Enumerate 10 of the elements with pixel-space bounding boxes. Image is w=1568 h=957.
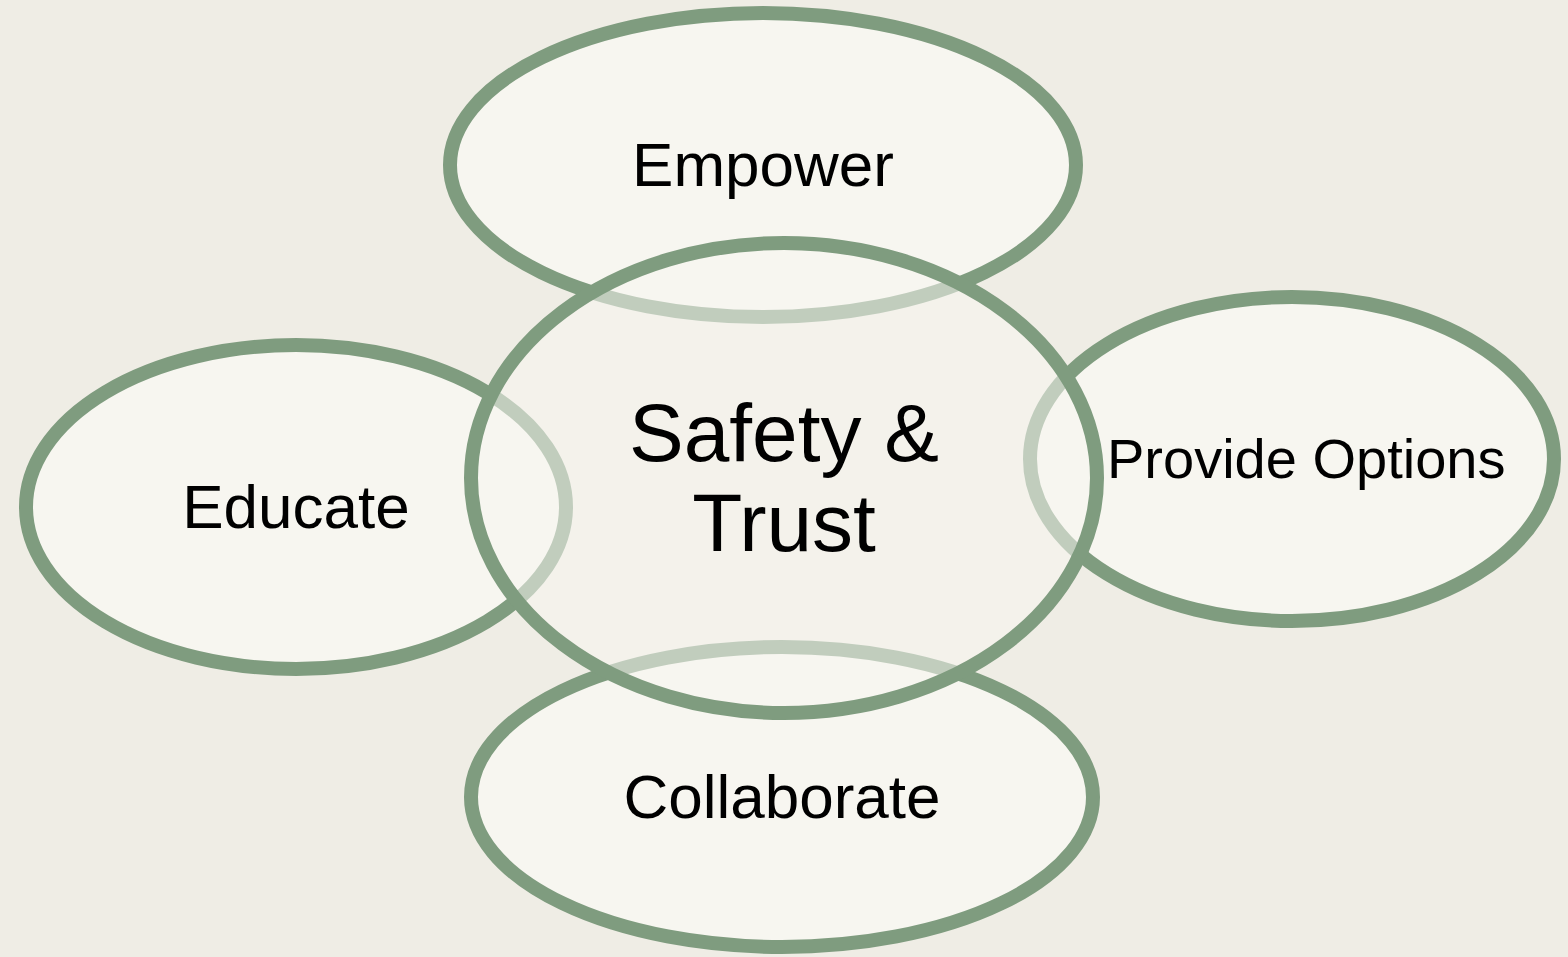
node-label: Empower [632, 130, 894, 200]
node-label: Educate [182, 472, 410, 542]
node-label: Provide Options [1107, 428, 1506, 490]
ellipse-shape [19, 338, 573, 676]
ellipse-shape [464, 236, 1104, 720]
node-label: Collaborate [623, 762, 941, 832]
ellipse-shape [464, 640, 1100, 954]
ellipse-shape [1023, 290, 1561, 628]
node-label: Safety & Trust [628, 387, 940, 569]
ellipse-shape [443, 6, 1083, 324]
